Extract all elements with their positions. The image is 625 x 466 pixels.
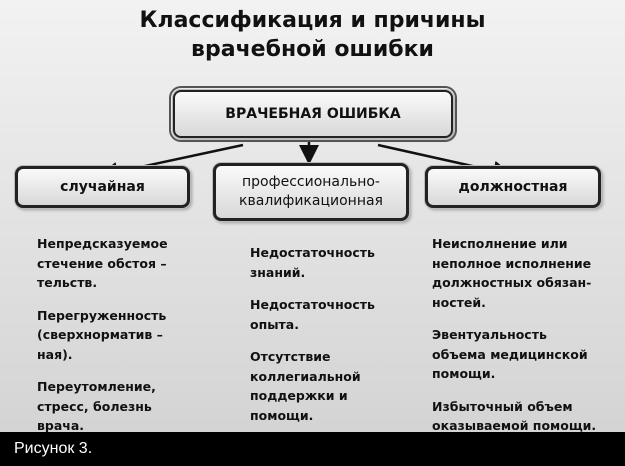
cause-item: Избыточный объем оказываемой помощи. [432,398,597,434]
cause-item: Перегруженность (сверхнорматив – ная). [37,307,167,362]
cause-item: Эвентуальность объема медицинской помощи… [432,327,588,381]
cause-item: Непредсказуемое стечение обстоя – тельст… [37,236,168,290]
diagram-title: Классификация и причины врачебной ошибки [0,6,625,64]
category-official: должностная [425,166,601,208]
root-box: ВРАЧЕБНАЯ ОШИБКА [169,86,457,142]
figure-caption: Рисунок 3. [0,432,625,466]
title-line-1: Классификация и причины [139,8,486,33]
cause-item: Неисполнение или неполное исполнение дол… [432,236,592,310]
cause-item: Недостаточность опыта. [250,297,375,332]
category-accidental: случайная [15,166,190,208]
category-professional: профессионально- квалификационная [213,163,409,221]
causes-official: Неисполнение или неполное исполнение дол… [432,234,596,449]
cause-item: Переутомление, стресс, болезнь врача. [37,379,156,433]
title-line-2: врачебной ошибки [191,37,434,62]
cause-item: Недостаточность знаний. [250,245,375,280]
causes-accidental: Непредсказуемое стечение обстоя – тельст… [37,234,168,449]
causes-professional: Недостаточность знаний. Недостаточность … [250,243,375,438]
cause-item: Отсутствие коллегиальной поддержки и пом… [250,349,361,423]
